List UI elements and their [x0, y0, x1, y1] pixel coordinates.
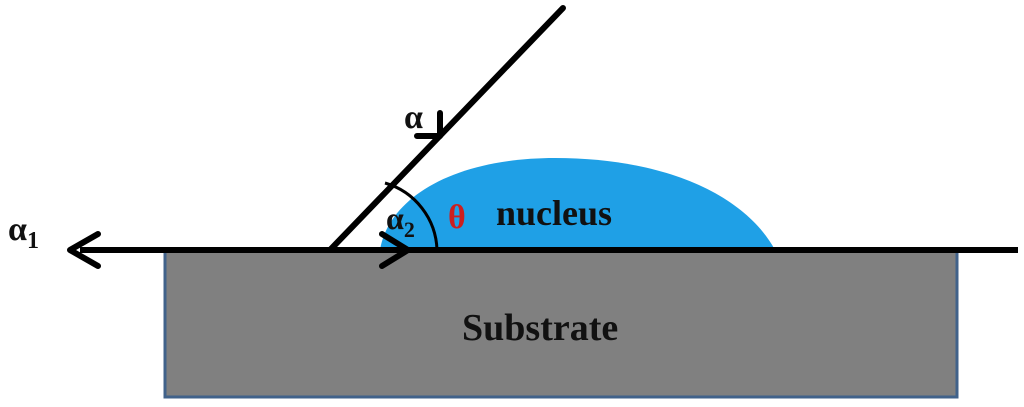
- alpha-tension-line: [327, 5, 566, 253]
- contact-angle-arc: [384, 181, 439, 251]
- substrate-label: Substrate: [462, 307, 618, 349]
- alpha2-base: α: [386, 200, 404, 236]
- substrate-block: [163, 248, 959, 399]
- nucleus-cap: [380, 158, 775, 250]
- alpha1-base: α: [8, 211, 27, 248]
- alpha1-subscript: 1: [27, 228, 39, 254]
- alpha2-arrowhead: [379, 231, 411, 269]
- alpha1-label: α1: [8, 211, 39, 254]
- theta-label: θ: [448, 199, 466, 236]
- alpha-arrowhead: [414, 110, 443, 139]
- alpha-label: α: [404, 99, 423, 136]
- alpha2-subscript: 2: [404, 217, 415, 242]
- nucleus-label: nucleus: [496, 193, 612, 233]
- alpha2-label: α2: [386, 200, 415, 242]
- alpha1-arrowhead: [67, 231, 101, 269]
